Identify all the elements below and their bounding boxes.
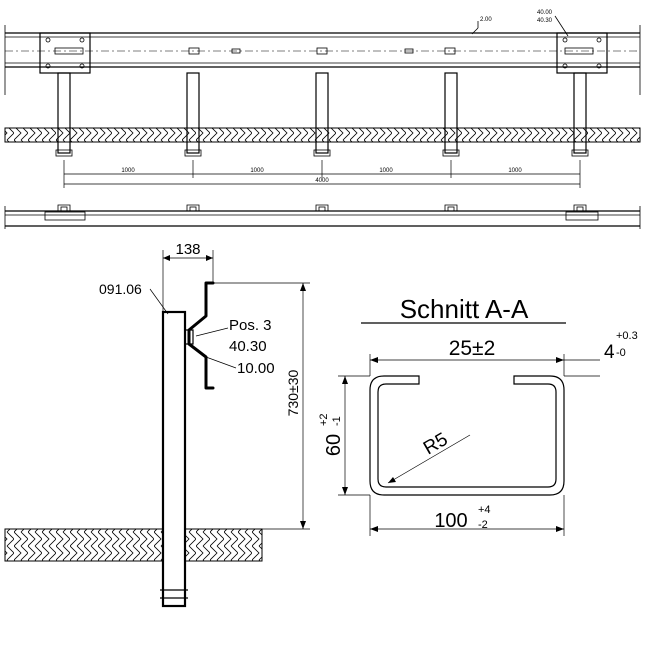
- post-brackets: [44, 204, 599, 221]
- thickness-tol-upper: +0.3: [616, 330, 638, 342]
- radius-label: R5: [420, 429, 452, 459]
- note-thickness: 2.00: [480, 17, 492, 23]
- radius-leader: [387, 434, 471, 484]
- leader-line: [554, 15, 569, 37]
- bracket-label: 10.00: [237, 360, 275, 377]
- post: [57, 72, 71, 154]
- height-label: 730±30: [285, 369, 301, 416]
- leader-line: [471, 27, 479, 35]
- elevation-view: 2.00 40.00 40.30 10: [4, 10, 641, 188]
- height-tol-lower: -1: [331, 416, 343, 426]
- span-label: 1000: [250, 168, 264, 174]
- width-label: 138: [175, 241, 200, 258]
- section-title: Schnitt A-A: [400, 294, 529, 324]
- span-dimensions: [63, 160, 581, 188]
- note-part-1: 40.00: [537, 10, 553, 16]
- span-label: 1000: [379, 168, 393, 174]
- span-label: 1000: [508, 168, 522, 174]
- section-aa: Schnitt A-A 100 +4 -2 60 +2 -1 25±2 4 +0…: [318, 294, 638, 536]
- post: [186, 72, 200, 154]
- opening-label: 25±2: [449, 337, 496, 360]
- posts: [55, 72, 589, 157]
- span-label: 1000: [121, 168, 135, 174]
- c-profile: [369, 375, 565, 496]
- width-base: 100: [434, 510, 467, 532]
- side-section: 138 730±30 091.06 Pos. 3 40.30 10.00: [4, 241, 310, 608]
- height-tol-upper: +2: [318, 413, 330, 426]
- ground-hatch: [4, 127, 641, 143]
- rail-profile: [187, 281, 215, 390]
- ground-hatch-left: [4, 528, 164, 562]
- part-label: 40.30: [229, 338, 267, 355]
- height-base: 60: [323, 434, 345, 456]
- post-label: 091.06: [99, 281, 142, 297]
- position-label: Pos. 3: [229, 317, 272, 334]
- side-post: [161, 310, 187, 608]
- ground-hatch-right: [184, 528, 263, 562]
- width-tol-upper: +4: [478, 504, 491, 516]
- bolt-holes: [45, 37, 602, 69]
- total-length-label: 4000: [315, 178, 329, 184]
- note-part-2: 40.30: [537, 18, 553, 24]
- width-tol-lower: -2: [478, 519, 488, 531]
- post: [444, 72, 458, 154]
- post: [315, 72, 329, 154]
- plan-view: [4, 204, 641, 229]
- thickness-tol-lower: -0: [616, 347, 626, 359]
- thickness-base: 4: [604, 342, 615, 363]
- post: [573, 72, 587, 154]
